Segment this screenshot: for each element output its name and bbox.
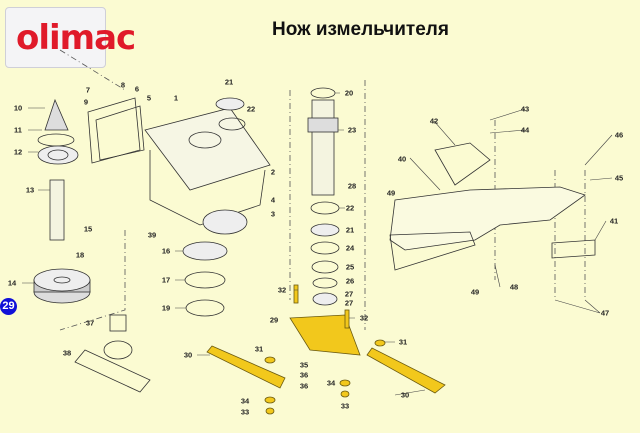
callout: 49 — [470, 287, 480, 297]
callout: 46 — [614, 130, 624, 140]
callout: 41 — [609, 216, 619, 226]
callout: 22 — [246, 104, 256, 114]
callout: 4 — [270, 195, 276, 205]
callout: 1 — [173, 93, 179, 103]
callout: 32 — [277, 285, 287, 295]
callout: 49 — [386, 188, 396, 198]
callout: 48 — [509, 282, 519, 292]
callout: 7 — [85, 85, 91, 95]
callout: 26 — [345, 276, 355, 286]
callout: 12 — [13, 147, 23, 157]
callout: 23 — [347, 125, 357, 135]
callout: 21 — [224, 77, 234, 87]
callout: 17 — [161, 275, 171, 285]
bearing-12 — [37, 145, 79, 165]
callout: 39 — [147, 230, 157, 240]
callout: 32 — [359, 313, 369, 323]
callout: 27 — [344, 298, 354, 308]
callout: 31 — [398, 337, 408, 347]
page-number-badge: 29 — [0, 298, 17, 315]
leader-lines — [22, 92, 613, 396]
gasket-plates — [87, 97, 145, 164]
callout: 29 — [269, 315, 279, 325]
callout: 38 — [62, 348, 72, 358]
callout: 8 — [120, 80, 126, 90]
deflector-plate-40 — [389, 142, 596, 271]
callout: 30 — [183, 350, 193, 360]
callout: 36 — [299, 370, 309, 380]
callout: 15 — [83, 224, 93, 234]
callout: 27 — [344, 289, 354, 299]
callout: 5 — [146, 93, 152, 103]
callout: 33 — [340, 401, 350, 411]
coupling-38 — [74, 314, 151, 393]
bevel-gear — [37, 98, 75, 147]
callout: 10 — [13, 103, 23, 113]
olimac-logo: olimac — [5, 7, 136, 68]
callout: 19 — [161, 303, 171, 313]
callout: 31 — [254, 344, 264, 354]
callout: 6 — [134, 84, 140, 94]
callout: 16 — [161, 246, 171, 256]
callout: 42 — [429, 116, 439, 126]
callout: 21 — [345, 225, 355, 235]
callout: 36 — [299, 381, 309, 391]
callout: 11 — [14, 125, 22, 135]
callout: 28 — [347, 181, 357, 191]
callout: 30 — [400, 390, 410, 400]
page-title: Нож измельчителя — [272, 19, 449, 40]
callout: 3 — [270, 209, 276, 219]
callout: 14 — [7, 278, 17, 288]
callout: 44 — [520, 125, 530, 135]
gearbox-housing — [144, 107, 271, 235]
callout: 34 — [240, 396, 250, 406]
callout: 24 — [345, 243, 355, 253]
callout: 35 — [299, 360, 309, 370]
callout: 43 — [520, 104, 530, 114]
callout: 45 — [614, 173, 624, 183]
callout: 47 — [600, 308, 610, 318]
callout: 9 — [83, 97, 89, 107]
spur-gear-14 — [33, 268, 91, 304]
callout: 22 — [345, 203, 355, 213]
callout: 37 — [85, 318, 95, 328]
shaft-rings — [310, 201, 340, 306]
callout: 20 — [344, 88, 354, 98]
callout: 13 — [25, 185, 35, 195]
bearings-16-19 — [182, 97, 246, 317]
yellow-blades — [206, 284, 446, 415]
callout: 34 — [326, 378, 336, 388]
callout: 33 — [240, 407, 250, 417]
main-shaft-23 — [307, 87, 339, 196]
callout: 25 — [345, 262, 355, 272]
callout: 18 — [75, 250, 85, 260]
callout: 40 — [397, 154, 407, 164]
callout: 2 — [270, 167, 276, 177]
shaft-13 — [49, 179, 65, 241]
